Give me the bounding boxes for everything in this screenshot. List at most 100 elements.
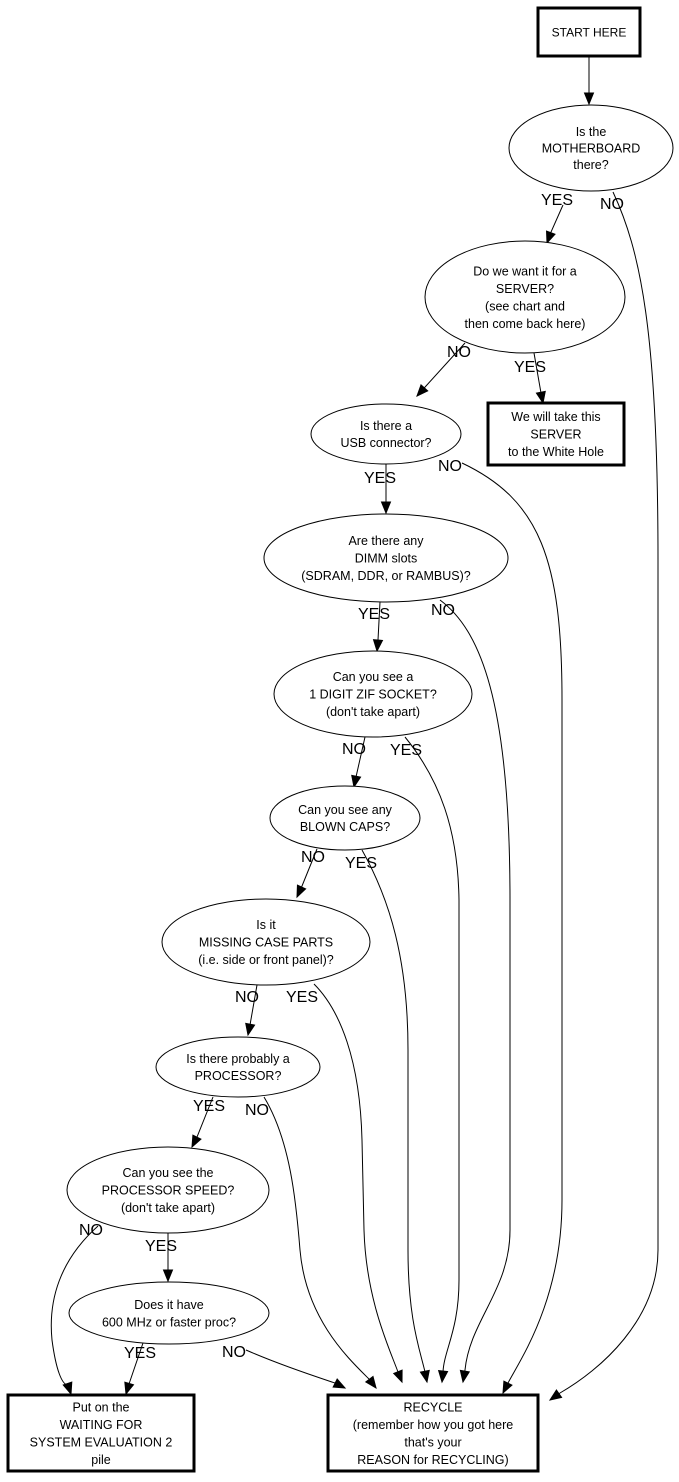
edge-dimm-zif — [372, 601, 384, 653]
edge-line — [50, 1225, 99, 1395]
node-text-line: PROCESSOR? — [195, 1069, 282, 1083]
edge-case-recycle — [313, 983, 403, 1384]
node-text-line: (remember how you got here — [353, 1418, 514, 1432]
edge-dimm-recycle — [439, 599, 511, 1384]
edge-usb-recycle — [461, 462, 563, 1395]
arrowhead-icon — [351, 774, 362, 789]
node-text-line: RECYCLE — [403, 1400, 462, 1414]
node-text-line: Is there probably a — [186, 1052, 290, 1066]
node-text-line: Is the — [576, 125, 607, 139]
node-text-line: REASON for RECYCLING) — [357, 1453, 508, 1467]
node-text-line: (don't take apart) — [121, 1201, 215, 1215]
decision-ellipse — [155, 1036, 321, 1098]
node-text-line: pile — [91, 1453, 111, 1467]
edge-label-no: NO — [342, 741, 366, 758]
edge-label-yes: YES — [358, 606, 390, 623]
edge-label-no: NO — [222, 1344, 246, 1361]
edge-label-yes: YES — [286, 989, 318, 1006]
node-text-line: then come back here) — [465, 317, 586, 331]
arrowhead-icon — [372, 639, 384, 653]
node-text-line: Put on the — [73, 1400, 130, 1414]
edge-label-yes: YES — [514, 359, 546, 376]
edge-motherboard-recycle — [548, 191, 659, 1401]
arrowhead-icon — [296, 884, 307, 899]
arrowhead-icon — [380, 501, 392, 515]
decision-ellipse — [269, 785, 421, 851]
edge-line — [313, 983, 403, 1383]
process-box — [326, 1393, 540, 1473]
node-text-line: We will take this — [511, 410, 600, 424]
edge-label-no: NO — [438, 458, 462, 475]
process-box — [6, 1393, 196, 1473]
arrowhead-icon — [332, 1378, 347, 1389]
edge-speed-mhz — [162, 1233, 174, 1283]
node-text-line: Do we want it for a — [473, 264, 577, 278]
edge-mhz-waiting — [124, 1342, 144, 1396]
decision-ellipse — [161, 898, 371, 986]
edge-case-processor — [245, 984, 258, 1037]
node-zif: Can you see a1 DIGIT ZIF SOCKET?(don't t… — [273, 650, 473, 738]
arrowhead-icon — [583, 92, 595, 106]
decision-ellipse — [508, 104, 674, 192]
node-text-line: Can you see the — [122, 1166, 213, 1180]
process-box — [536, 6, 642, 58]
decision-ellipse — [68, 1281, 270, 1345]
node-text-line: 600 MHz or faster proc? — [102, 1315, 236, 1329]
decision-ellipse — [424, 240, 626, 354]
node-text-line: Are there any — [348, 534, 424, 548]
edge-label-yes: YES — [364, 470, 396, 487]
decision-ellipse — [66, 1146, 270, 1234]
node-text-line: BLOWN CAPS? — [300, 820, 390, 834]
edge-label-yes: YES — [145, 1238, 177, 1255]
decision-ellipse — [310, 403, 462, 465]
node-text-line: 1 DIGIT ZIF SOCKET? — [309, 688, 437, 702]
arrowhead-icon — [502, 1380, 513, 1395]
edge-line — [263, 1096, 377, 1389]
edge-label-yes: YES — [124, 1345, 156, 1362]
node-mhz: Does it have 600 MHz or faster proc? — [68, 1281, 270, 1345]
edge-line — [461, 462, 563, 1394]
node-text-line: SERVER? — [496, 282, 554, 296]
node-text-line: WAITING FOR — [60, 1418, 143, 1432]
edge-speed-waiting — [50, 1225, 99, 1396]
node-text-line: SYSTEM EVALUATION 2 — [30, 1435, 173, 1449]
node-text-line: that's your — [404, 1435, 461, 1449]
node-recycle: RECYCLE (remember how you got here that's … — [326, 1393, 540, 1473]
node-text-line: (don't take apart) — [326, 705, 420, 719]
node-text-line: SERVER — [530, 428, 581, 442]
node-text-line: there? — [573, 158, 608, 172]
edge-caps-recycle — [361, 849, 430, 1384]
edge-zif-recycle — [404, 736, 460, 1384]
node-text-line: DIMM slots — [355, 552, 418, 566]
arrowhead-icon — [392, 1369, 403, 1384]
process-box — [486, 401, 626, 467]
edge-label-yes: YES — [541, 192, 573, 209]
arrowhead-icon — [162, 1269, 174, 1283]
arrowhead-icon — [124, 1381, 135, 1396]
node-text-line: USB connector? — [340, 436, 431, 450]
arrowhead-icon — [245, 1022, 256, 1037]
edge-line — [404, 736, 460, 1383]
node-text-line: Does it have — [134, 1298, 204, 1312]
edge-usb-dimm — [380, 464, 392, 515]
edge-label-yes: YES — [193, 1098, 225, 1115]
edge-label-yes: YES — [345, 855, 377, 872]
edge-processor-speed — [191, 1096, 214, 1149]
edge-label-no: NO — [447, 344, 471, 361]
arrowhead-icon — [364, 1375, 377, 1390]
arrowhead-icon — [535, 390, 546, 405]
arrowhead-icon — [62, 1381, 73, 1396]
node-text-line: (see chart and — [485, 299, 565, 313]
node-processor: Is there probably a PROCESSOR? — [155, 1036, 321, 1098]
edge-line — [361, 849, 428, 1383]
node-text-line: (i.e. side or front panel)? — [198, 953, 334, 967]
node-text-line: MISSING CASE PARTS — [199, 936, 333, 950]
edge-line — [245, 1349, 346, 1389]
node-server: Do we want it for a SERVER? (see chart and… — [424, 240, 626, 354]
